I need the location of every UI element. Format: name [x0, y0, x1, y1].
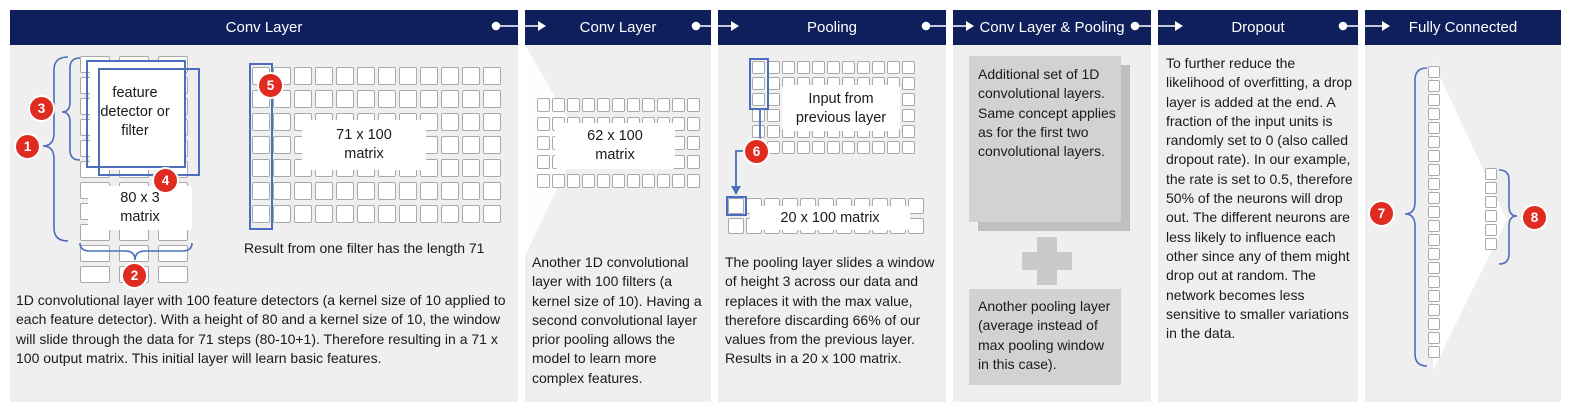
connector-1 — [491, 21, 546, 31]
plus-icon — [1022, 237, 1072, 285]
pool-output-label: 20 x 100 matrix — [780, 210, 880, 226]
connector-5 — [1338, 21, 1390, 31]
feature-detector-frame-front — [86, 60, 186, 168]
conv-card — [969, 56, 1121, 222]
pooling-card-text: Another pooling layer (average instead o… — [978, 298, 1111, 372]
feature-detector-box — [90, 62, 186, 170]
header-conv-layer-2: Conv Layer — [525, 10, 711, 45]
pool-output-highlight — [726, 196, 747, 216]
input-matrix-label: 80 x 3 matrix — [120, 190, 160, 225]
conv-card-text: Additional set of 1D convolutional layer… — [978, 66, 1116, 160]
panel-conv-pooling: Conv Layer & Pooling Additional set of 1… — [953, 10, 1151, 402]
pool-output-label-box — [750, 206, 910, 230]
bracket-8 — [1498, 169, 1518, 265]
feature-detector-frame-back — [98, 68, 200, 176]
pool-input-label: Input from previous layer — [795, 91, 887, 126]
conv2-matrix-label-box — [555, 123, 675, 169]
bracket-3 — [61, 57, 81, 161]
header-conv-layer-1: Conv Layer — [10, 10, 518, 45]
badge-8: 8 — [1521, 204, 1548, 231]
header-conv-pooling: Conv Layer & Pooling — [953, 10, 1151, 45]
badge-7: 7 — [1368, 200, 1395, 227]
conv2-description: Another 1D convolutional layer with 100 … — [532, 254, 702, 386]
badge-3: 3 — [28, 95, 55, 122]
panel-conv-layer-2: Conv Layer 62 x 100 matrix Another 1D co… — [525, 10, 711, 402]
bracket-7 — [1404, 67, 1428, 367]
conv1-brackets — [42, 56, 193, 261]
fc-output-column — [1485, 168, 1497, 250]
result-column-highlight — [249, 63, 273, 230]
panel-dropout: Dropout To further reduce the likelihood… — [1158, 10, 1358, 402]
bracket-1 — [42, 56, 69, 242]
funnel-shape — [525, 45, 580, 256]
badge-2: 2 — [121, 262, 148, 289]
result-caption: Result from one filter has the length 71 — [244, 240, 485, 256]
badge-1: 1 — [14, 133, 41, 160]
connector-2 — [691, 21, 739, 31]
result-matrix-label-box — [302, 120, 426, 170]
pool-window-highlight — [749, 58, 769, 110]
header-dropout: Dropout — [1158, 10, 1358, 45]
fc-input-column — [1428, 66, 1440, 358]
badge-5: 5 — [257, 72, 284, 99]
pooling-description: The pooling layer slides a window of hei… — [725, 254, 935, 367]
bracket-2 — [79, 242, 193, 261]
pool-input-label-box — [782, 85, 900, 131]
conv1-description: 1D convolutional layer with 100 feature … — [16, 292, 506, 366]
pooling-card — [969, 289, 1121, 385]
badge-4: 4 — [152, 167, 179, 194]
dropout-description: To further reduce the likelihood of over… — [1166, 55, 1353, 342]
panel-pooling: Pooling Input from previous layer 20 x 1… — [718, 10, 946, 402]
header-fully-connected: Fully Connected — [1365, 10, 1561, 45]
conv2-matrix-label: 62 x 100 matrix — [587, 128, 643, 163]
input-matrix-label-box — [88, 186, 192, 230]
feature-detector-label: feature detector or filter — [100, 85, 170, 139]
connector-3 — [921, 21, 974, 31]
connector-4 — [1130, 21, 1183, 31]
badge-6: 6 — [743, 138, 770, 165]
result-matrix-label: 71 x 100 matrix — [336, 127, 392, 162]
header-pooling: Pooling — [718, 10, 946, 45]
fc-funnel — [1404, 62, 1518, 370]
